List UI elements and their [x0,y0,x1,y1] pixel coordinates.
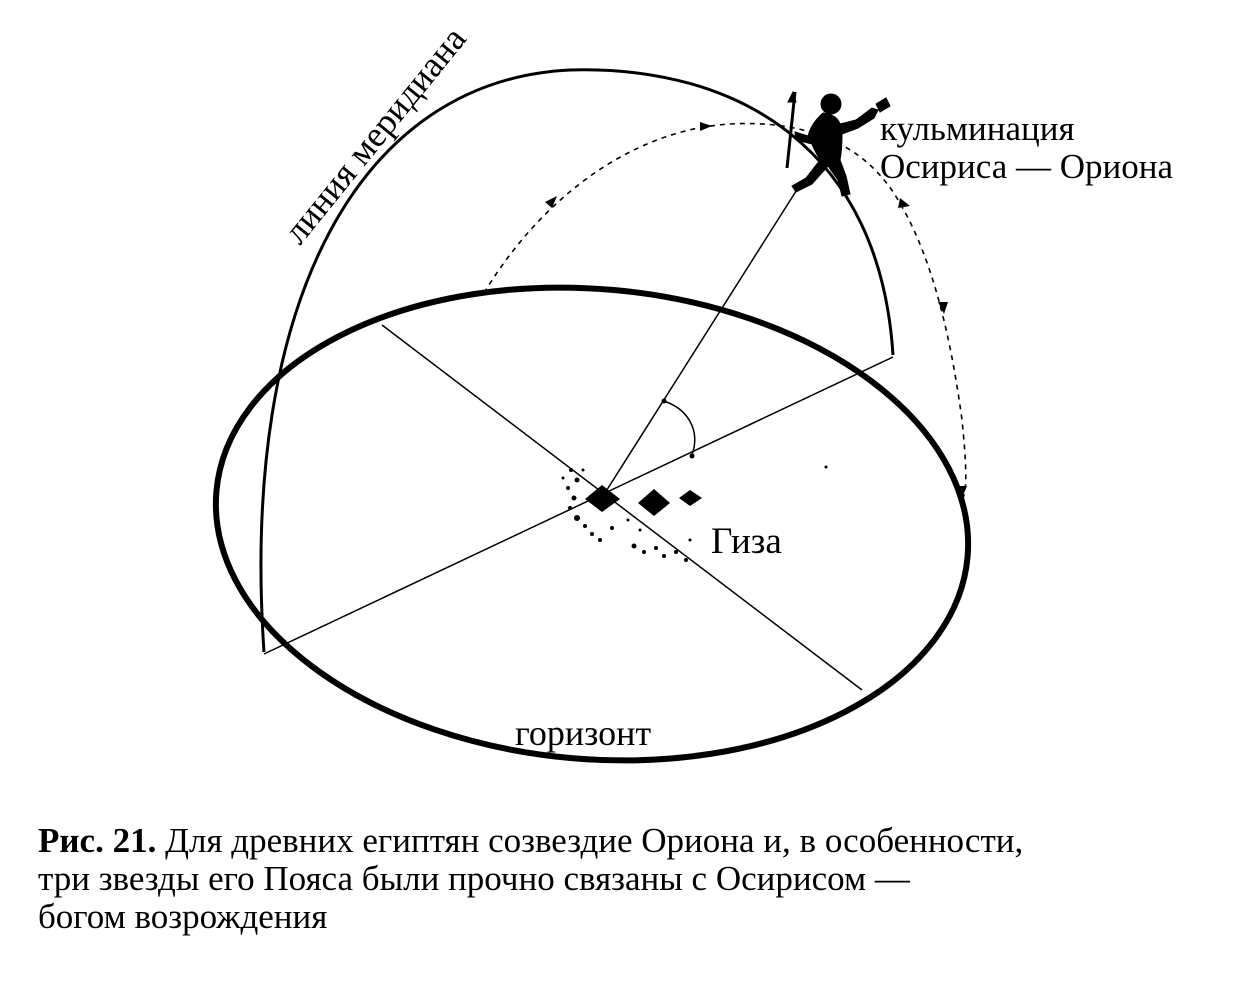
culmination-label: кульминация [880,109,1075,148]
angle-tick-point [689,453,695,459]
path-arrow-icon [938,302,948,314]
figure-number: Рис. 21. [38,821,157,860]
caption-line: богом возрождения [38,897,328,936]
angle-tick-point [661,398,667,404]
meridian-label: линия меридиана [275,19,474,251]
horizon-label: горизонт [515,713,651,753]
horizon-axis-ne-sw [263,356,894,655]
path-arrow-icon [545,196,557,208]
giza-label: Гиза [711,521,782,562]
path-arrow-icon [898,198,910,208]
orion-figure-icon [785,90,891,197]
caption-line: Рис. 21. Для древних египтян созвездие О… [38,822,1218,860]
caption-text: Для древних египтян созвездие Ориона и, … [156,821,1024,860]
path-arrow-icon [700,122,712,131]
horizon-ellipse [212,284,972,764]
horizon-axis-nw-se [381,324,863,691]
caption-line: три звезды его Пояса были прочно связаны… [38,859,910,898]
giza-pyramids-icon [585,485,702,516]
path-arrow-icon [956,486,967,498]
giza-terrain-speckle [561,465,828,562]
figure-caption: Рис. 21. Для древних египтян созвездие О… [38,822,1218,936]
altitude-angle-arc [663,400,696,456]
sight-line [597,187,799,505]
osiris-orion-label: Осириса — Ориона [880,147,1174,186]
